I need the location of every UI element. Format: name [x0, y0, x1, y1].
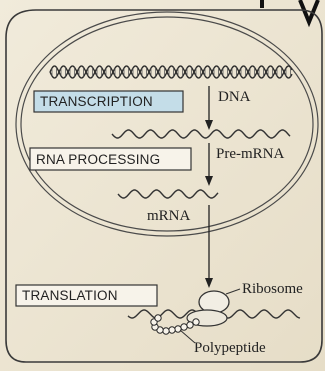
- rna-processing-label: RNA PROCESSING: [36, 153, 160, 167]
- pre-mrna-label: Pre-mRNA: [216, 147, 284, 162]
- transcription-label: TRANSCRIPTION: [40, 95, 153, 109]
- amino-acid-bead: [175, 326, 181, 332]
- amino-acid-bead: [193, 319, 199, 325]
- polypeptide-label: Polypeptide: [194, 341, 266, 356]
- ribosome-label: Ribosome: [242, 282, 303, 297]
- amino-acid-bead: [181, 324, 187, 330]
- mrna-label: mRNA: [147, 209, 190, 224]
- dna-label: DNA: [218, 90, 251, 105]
- amino-acid-bead: [155, 315, 161, 321]
- amino-acid-bead: [169, 327, 175, 333]
- amino-acid-bead: [187, 322, 193, 328]
- translation-label: TRANSLATION: [22, 289, 118, 303]
- amino-acid-bead: [163, 328, 169, 334]
